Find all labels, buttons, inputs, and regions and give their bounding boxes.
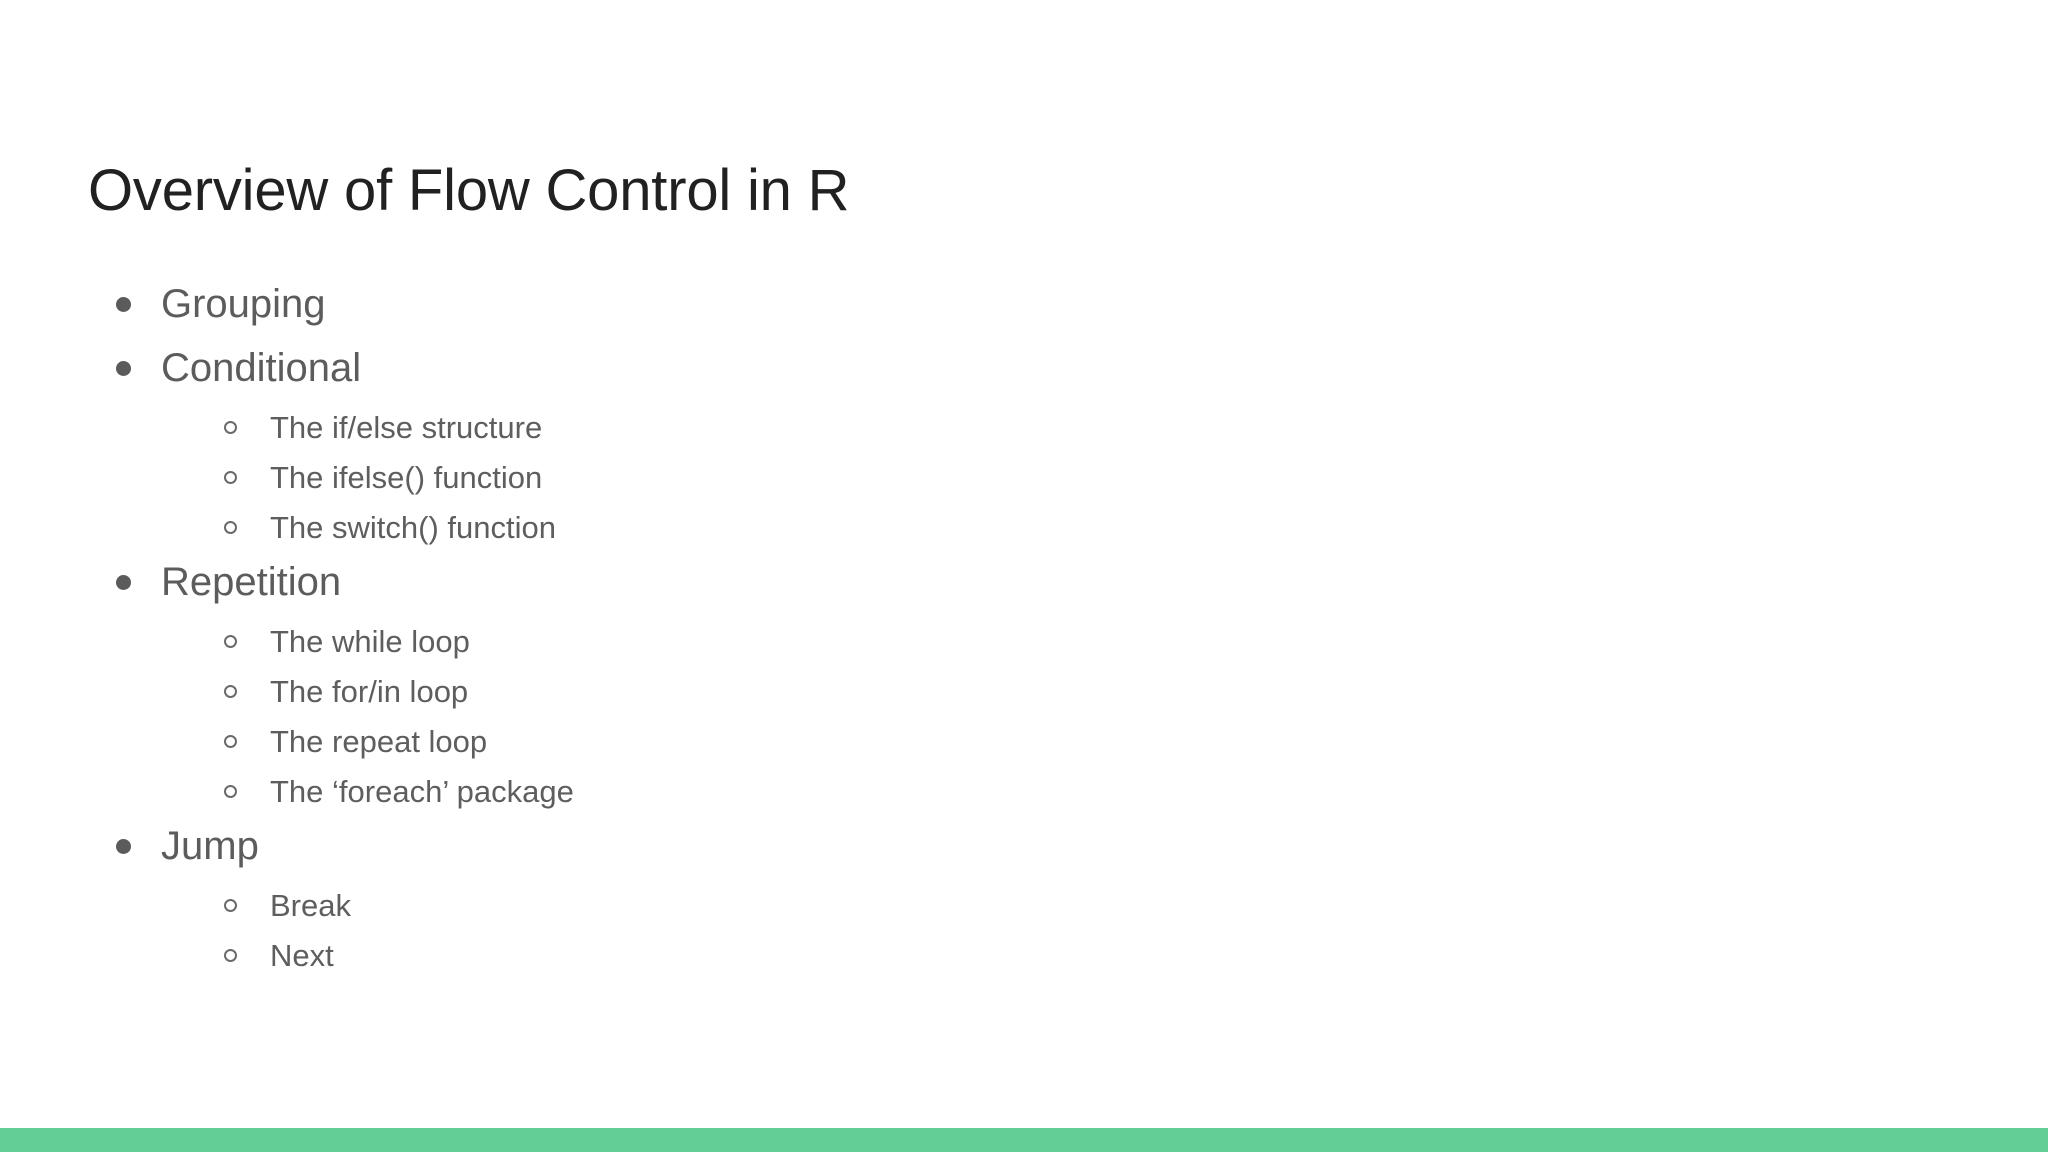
hollow-bullet-icon <box>88 884 270 927</box>
outline-item-label: Repetition <box>161 560 342 604</box>
outline-item-label: Jump <box>161 824 259 868</box>
outline-item: Conditional <box>88 342 1488 406</box>
outline-subitem: Break <box>88 884 1488 934</box>
hollow-bullet-glyph <box>224 635 237 648</box>
outline-item-label: The switch() function <box>270 510 556 545</box>
filled-bullet-glyph <box>116 575 131 590</box>
hollow-bullet-icon <box>88 620 270 663</box>
page-title: Overview of Flow Control in R <box>88 157 850 223</box>
outline-item-label: Conditional <box>161 346 362 390</box>
filled-bullet-icon <box>88 342 161 395</box>
hollow-bullet-glyph <box>224 785 237 798</box>
outline-item-label: Next <box>270 938 334 973</box>
filled-bullet-glyph <box>116 361 131 376</box>
outline-item-label: The while loop <box>270 624 470 659</box>
hollow-bullet-icon <box>88 456 270 499</box>
outline-item-label: The if/else structure <box>270 410 543 445</box>
filled-bullet-glyph <box>116 297 131 312</box>
hollow-bullet-glyph <box>224 949 237 962</box>
outline-subitem: Next <box>88 934 1488 984</box>
hollow-bullet-icon <box>88 406 270 449</box>
hollow-bullet-glyph <box>224 521 237 534</box>
outline-subitem: The ifelse() function <box>88 456 1488 506</box>
outline-subitem: The if/else structure <box>88 406 1488 456</box>
hollow-bullet-glyph <box>224 421 237 434</box>
hollow-bullet-glyph <box>224 735 237 748</box>
hollow-bullet-glyph <box>224 685 237 698</box>
outline-subitem: The while loop <box>88 620 1488 670</box>
outline-item-label: The ifelse() function <box>270 460 543 495</box>
bottom-accent-bar <box>0 1128 2048 1152</box>
outline-item-label: The repeat loop <box>270 724 488 759</box>
hollow-bullet-icon <box>88 770 270 813</box>
outline-item: Jump <box>88 820 1488 884</box>
outline-item-label: Break <box>270 888 351 923</box>
outline-subitem: The for/in loop <box>88 670 1488 720</box>
outline-item-label: The ‘foreach’ package <box>270 774 574 809</box>
filled-bullet-icon <box>88 820 161 873</box>
filled-bullet-icon <box>88 278 161 331</box>
hollow-bullet-icon <box>88 506 270 549</box>
outline-subitem: The ‘foreach’ package <box>88 770 1488 820</box>
hollow-bullet-glyph <box>224 899 237 912</box>
hollow-bullet-icon <box>88 670 270 713</box>
outline-subitem: The repeat loop <box>88 720 1488 770</box>
hollow-bullet-icon <box>88 934 270 977</box>
filled-bullet-glyph <box>116 839 131 854</box>
hollow-bullet-icon <box>88 720 270 763</box>
outline-subitem: The switch() function <box>88 506 1488 556</box>
outline-item-label: The for/in loop <box>270 674 469 709</box>
outline-item: Repetition <box>88 556 1488 620</box>
outline-item-label: Grouping <box>161 282 326 326</box>
filled-bullet-icon <box>88 556 161 609</box>
outline-item: Grouping <box>88 278 1488 342</box>
hollow-bullet-glyph <box>224 471 237 484</box>
